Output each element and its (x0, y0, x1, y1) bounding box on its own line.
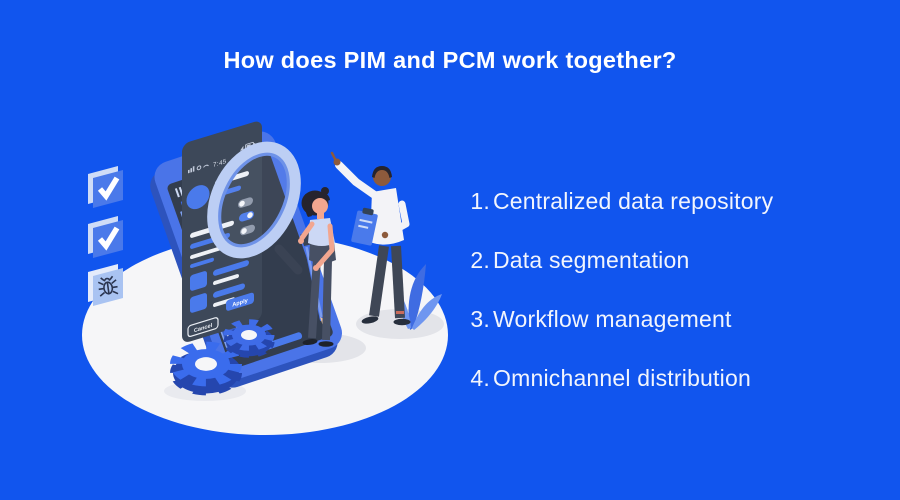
list-item-number: 3. (470, 306, 490, 332)
signal-icon (188, 166, 195, 174)
gear-icon (170, 341, 242, 396)
benefits-list: 1. Centralized data repository 2. Data s… (458, 186, 773, 422)
pim-pcm-illustration: 7:45 (82, 121, 448, 435)
list-item: 4. Omnichannel distribution (458, 363, 773, 393)
clock-icon (196, 165, 202, 171)
bug-badge (88, 264, 123, 306)
list-item-label: Workflow management (493, 306, 732, 332)
gear-icon (223, 319, 275, 358)
toggle-switch-off (238, 197, 253, 208)
svg-text:Apply: Apply (232, 298, 248, 309)
apply-button-graphic: Apply (226, 292, 254, 311)
magnifier-handle (274, 244, 303, 275)
list-item: 1. Centralized data repository (458, 186, 773, 216)
status-time: 7:45 (213, 158, 227, 169)
woman-head (312, 198, 328, 214)
toggle-switch-off (240, 224, 255, 236)
list-item: 3. Workflow management (458, 304, 773, 334)
man-head (373, 168, 391, 186)
list-item-label: Data segmentation (493, 247, 690, 273)
man-figure (330, 151, 411, 326)
woman-figure (298, 187, 336, 347)
page-title: How does PIM and PCM work together? (223, 47, 677, 73)
check-badge (88, 216, 123, 258)
clipboard (351, 207, 378, 246)
bug-icon (97, 275, 119, 297)
list-item-label: Omnichannel distribution (493, 365, 751, 391)
wifi-icon (203, 164, 209, 168)
toggle-switch-on (239, 211, 254, 222)
check-icon (97, 176, 120, 201)
svg-text:Cancel: Cancel (194, 323, 213, 335)
magnifying-glass-icon (207, 141, 303, 275)
list-item-number: 4. (470, 365, 490, 391)
list-item: 2. Data segmentation (458, 245, 773, 275)
thumbnail (190, 293, 207, 313)
thumbnail (190, 271, 207, 291)
check-icon (97, 226, 120, 251)
list-item-number: 2. (470, 247, 490, 273)
check-badge (88, 166, 123, 208)
list-item-label: Centralized data repository (493, 188, 774, 214)
cancel-button-graphic: Cancel (187, 317, 219, 338)
list-item-number: 1. (470, 188, 490, 214)
avatar (186, 185, 210, 210)
